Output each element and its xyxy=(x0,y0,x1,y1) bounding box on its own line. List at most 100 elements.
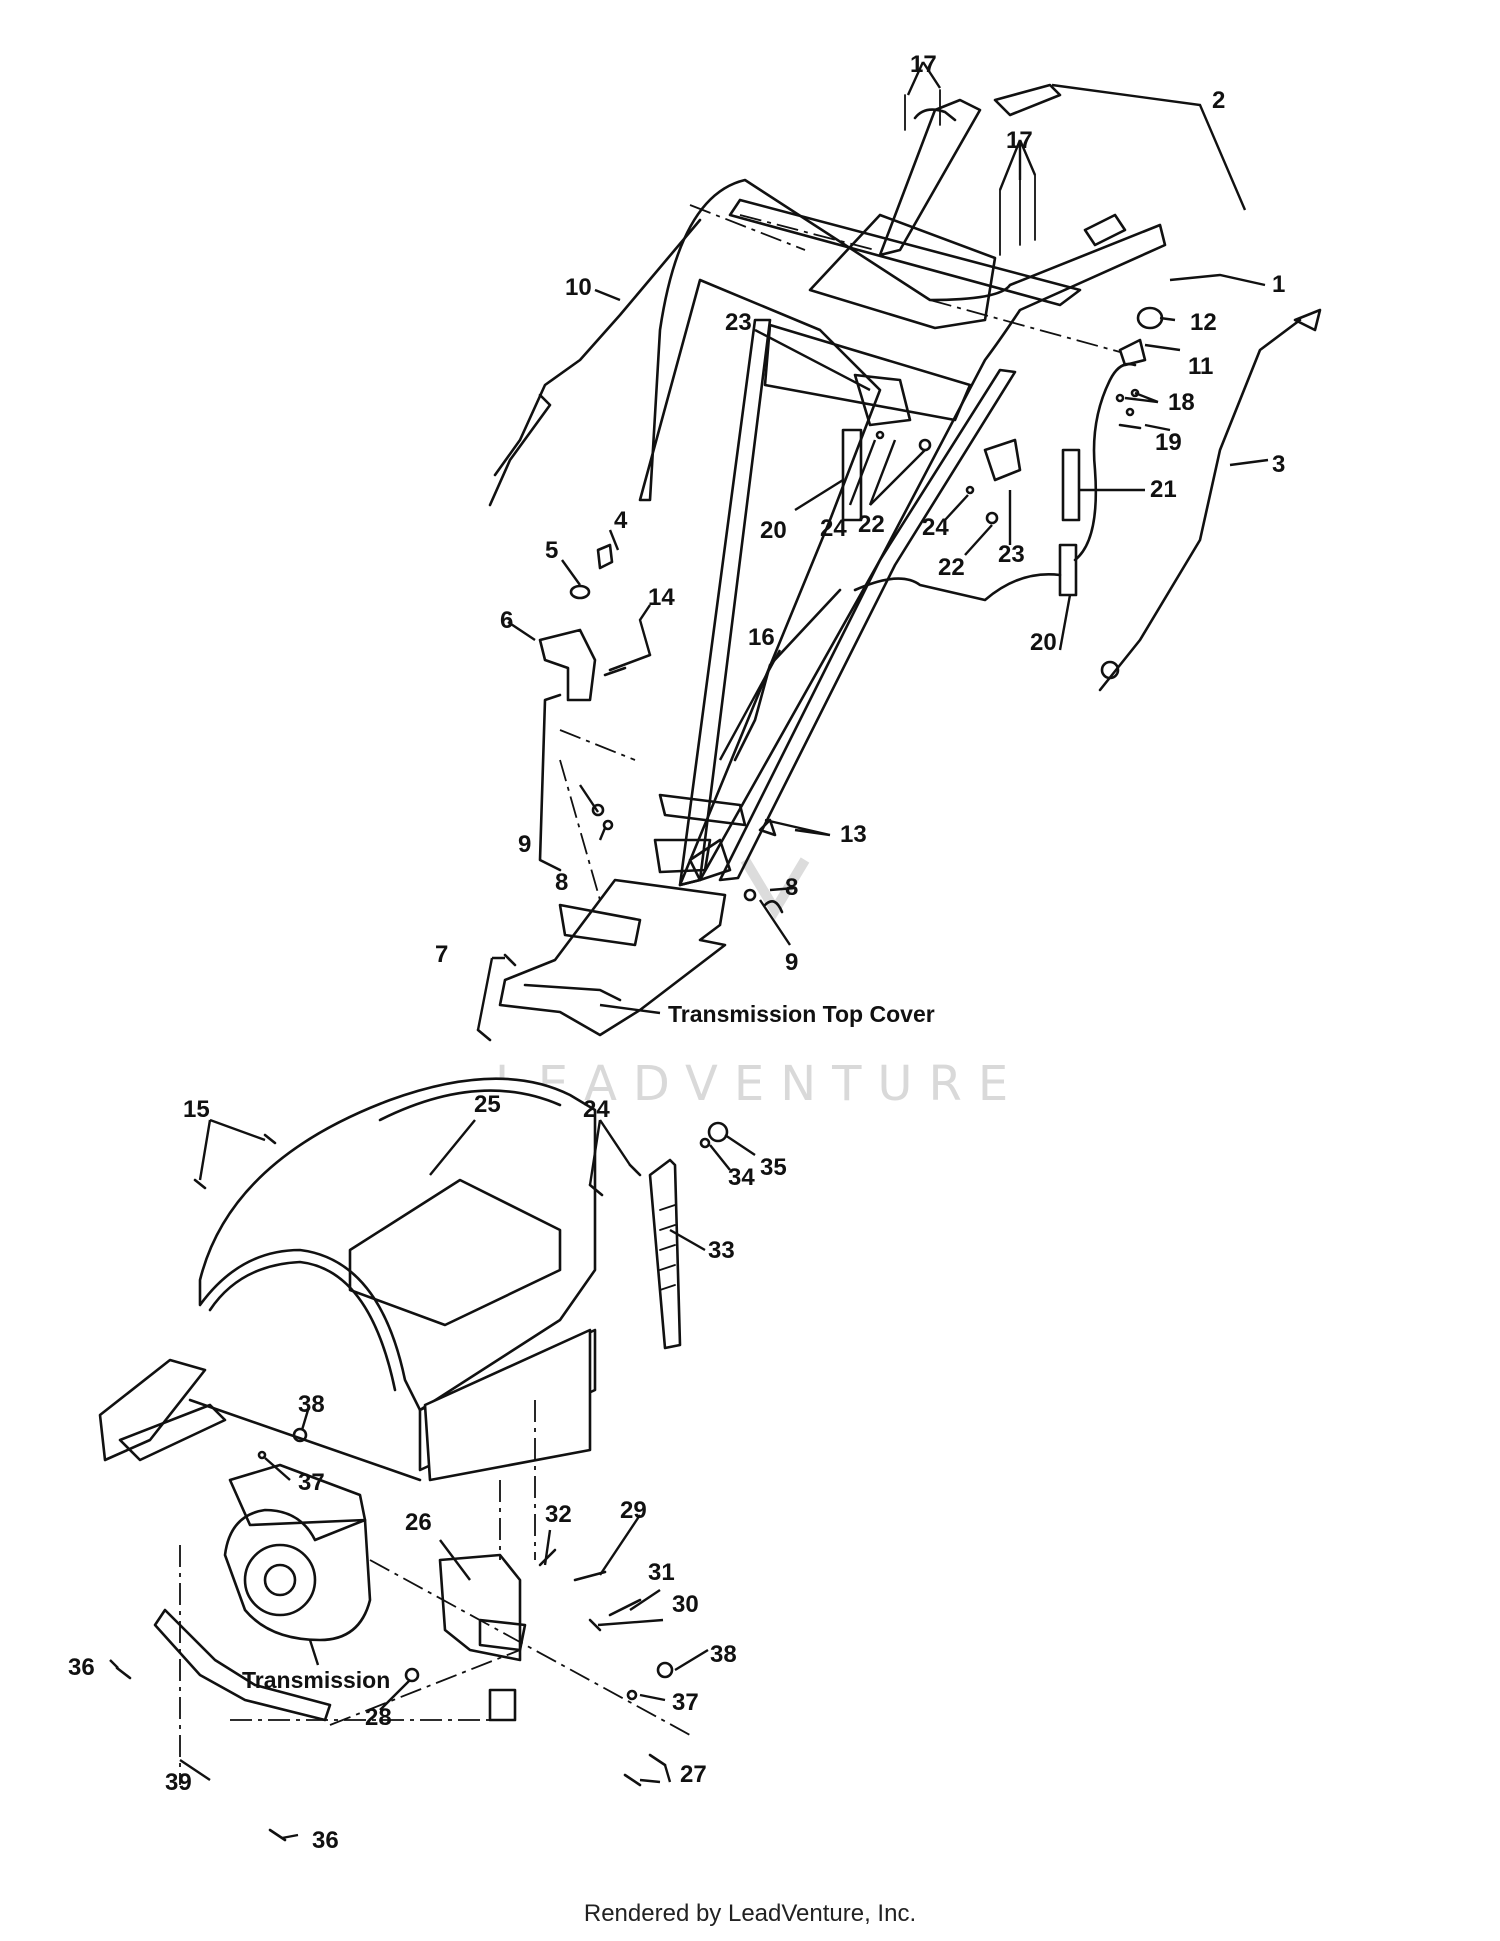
callout-17a: 17 xyxy=(910,51,937,78)
lever-11 xyxy=(1118,338,1147,367)
callout-37a: 37 xyxy=(298,1469,325,1496)
footer-credit: Rendered by LeadVenture, Inc. xyxy=(583,1900,917,1927)
bolt-15a xyxy=(263,1133,277,1145)
callout-3: 3 xyxy=(1272,451,1285,478)
callout-20a: 20 xyxy=(760,517,787,544)
cable-21 xyxy=(1073,362,1137,562)
callout-36a: 36 xyxy=(68,1654,95,1681)
nut-22b xyxy=(985,511,999,525)
watermark: LEADVENTURE xyxy=(495,857,1008,1112)
callout-8a: 8 xyxy=(555,869,568,896)
cable-10-line xyxy=(493,218,702,477)
depth-bar-33 xyxy=(648,1158,682,1350)
nut-38-lower xyxy=(656,1661,674,1679)
callout-5: 5 xyxy=(545,537,558,564)
pin-30 xyxy=(588,1618,602,1632)
lower-centerline-c xyxy=(369,1559,691,1736)
handle-assembly xyxy=(559,98,1167,887)
callout-34: 34 xyxy=(728,1164,755,1191)
bracket-6 xyxy=(538,628,597,702)
callout-22a: 22 xyxy=(858,511,885,538)
cable-3 xyxy=(1098,308,1322,692)
pins-17 xyxy=(904,89,1036,256)
callout-21: 21 xyxy=(1150,476,1177,503)
callout-13: 13 xyxy=(840,821,867,848)
bolt-24a xyxy=(588,1183,604,1197)
upper-grip-cap xyxy=(913,108,957,122)
callout-26: 26 xyxy=(405,1509,432,1536)
bracket-26 xyxy=(438,1553,522,1662)
bracket-21 xyxy=(1061,448,1081,522)
callout-12: 12 xyxy=(1190,309,1217,336)
callout-37b: 37 xyxy=(672,1689,699,1716)
clip-9-right xyxy=(763,900,784,914)
callout-30: 30 xyxy=(672,1591,699,1618)
top-cover-outline xyxy=(498,878,727,1037)
bracket-20-right xyxy=(1058,543,1078,597)
handle-upper-tube xyxy=(878,98,982,257)
callout-18: 18 xyxy=(1168,389,1195,416)
callout-23a: 23 xyxy=(725,309,752,336)
hood-left-shroud xyxy=(98,1358,207,1462)
transmission-top-cover-label: Transmission Top Cover xyxy=(668,1001,935,1027)
control-grips-2 xyxy=(993,83,1127,247)
bolt-36a xyxy=(115,1666,132,1680)
callout-38a: 38 xyxy=(298,1391,325,1418)
hood-left-bracket xyxy=(118,1403,227,1462)
callout-8b: 8 xyxy=(785,874,798,901)
transmission-housing xyxy=(223,1508,372,1642)
handle-panel xyxy=(808,213,997,330)
fasteners-18-19 xyxy=(1115,388,1142,430)
left-handle-foot xyxy=(653,838,712,874)
centerline-c xyxy=(929,299,1121,353)
bracket-23-left xyxy=(853,373,912,427)
callout-7: 7 xyxy=(435,941,448,968)
handle-cross-plate xyxy=(658,793,747,827)
centerline-d xyxy=(559,729,636,761)
handle-right-leg xyxy=(718,368,1017,882)
callout-20b: 20 xyxy=(1030,629,1057,656)
callout-23b: 23 xyxy=(998,541,1025,568)
transmission-tube xyxy=(228,1463,367,1527)
callout-27: 27 xyxy=(680,1761,707,1788)
cable-10 xyxy=(488,218,702,507)
callout-32: 32 xyxy=(545,1501,572,1528)
transmission-hub-inner xyxy=(263,1563,297,1597)
callout-24c: 24 xyxy=(583,1096,610,1123)
bolt-13 xyxy=(758,818,777,837)
top-cover-step xyxy=(558,903,642,947)
tube-6-leg xyxy=(538,693,562,872)
top-cover-hidden xyxy=(559,759,601,901)
bolt-7a xyxy=(503,953,517,967)
callout-24a: 24 xyxy=(820,515,847,542)
callout-28: 28 xyxy=(365,1704,392,1731)
callout-29: 29 xyxy=(620,1497,647,1524)
pin-32 xyxy=(538,1548,557,1567)
callout-1: 1 xyxy=(1272,271,1285,298)
nut-24a xyxy=(875,430,885,440)
bolt-7b xyxy=(476,1028,492,1042)
handle-crossbar xyxy=(728,198,1082,307)
depth-bar-33-teeth xyxy=(659,1204,676,1291)
nut-22a xyxy=(918,438,932,452)
grip-upper xyxy=(993,83,1062,117)
nut-8-right xyxy=(743,888,757,902)
top-cover-rear xyxy=(523,983,622,1002)
callout-24b: 24 xyxy=(922,514,949,541)
callout-17b: 17 xyxy=(1006,127,1033,154)
handle-bar xyxy=(638,178,1167,887)
leader-lines xyxy=(109,61,1269,1840)
callout-36b: 36 xyxy=(312,1827,339,1854)
nut-8-left xyxy=(602,819,614,831)
callout-19: 19 xyxy=(1155,429,1182,456)
grip-lower xyxy=(1083,213,1127,247)
left-hardware xyxy=(538,543,784,914)
callout-39: 39 xyxy=(165,1769,192,1796)
callout-22b: 22 xyxy=(938,554,965,581)
callout-38b: 38 xyxy=(710,1641,737,1668)
nut-38-upper xyxy=(292,1427,308,1443)
callouts: 1 2 3 4 5 6 7 8 8 9 9 10 11 12 13 14 15 … xyxy=(68,51,1285,1854)
spacer-5 xyxy=(569,584,591,600)
callout-35: 35 xyxy=(760,1154,787,1181)
